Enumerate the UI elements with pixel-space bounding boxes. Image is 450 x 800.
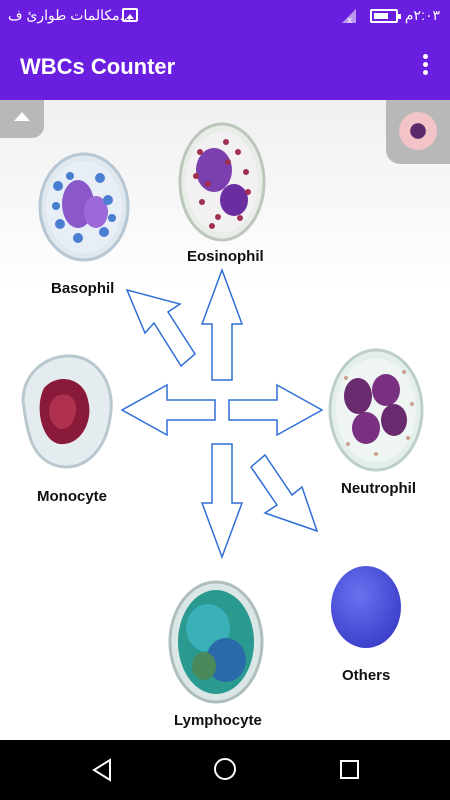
- eosinophil-cell[interactable]: [178, 122, 266, 242]
- status-bar: مكالمات طوارئ ف... x ٢:٠٣م: [0, 0, 450, 32]
- lymphocyte-label[interactable]: Lymphocyte: [174, 712, 262, 729]
- arrow-down-icon: [200, 443, 244, 560]
- neutrophil-label[interactable]: Neutrophil: [341, 480, 416, 497]
- lymphocyte-cell[interactable]: [168, 580, 264, 704]
- battery-icon: [370, 9, 401, 23]
- eosinophil-label[interactable]: Eosinophil: [187, 248, 264, 265]
- signal-icon: x: [342, 9, 356, 25]
- cell-selection-area: Eosinophil Basophil Monocyte Neutrophil: [0, 100, 450, 740]
- more-vert-icon[interactable]: [422, 54, 430, 78]
- cell-preview-button[interactable]: [386, 100, 450, 164]
- arrow-down-right-icon: [250, 453, 319, 533]
- app-title: WBCs Counter: [20, 54, 176, 79]
- basophil-cell[interactable]: [38, 152, 130, 262]
- collapse-button[interactable]: [0, 100, 44, 138]
- arrow-right-icon: [228, 383, 324, 437]
- cell-thumbnail: [399, 112, 437, 150]
- svg-text:x: x: [347, 16, 353, 25]
- status-time: ٢:٠٣م: [404, 7, 440, 23]
- recent-apps-icon[interactable]: [340, 760, 359, 779]
- image-icon: [122, 8, 138, 22]
- monocyte-cell[interactable]: [14, 348, 118, 478]
- arrow-left-icon: [120, 383, 216, 437]
- direction-arrows: [120, 267, 324, 560]
- others-label[interactable]: Others: [342, 667, 391, 684]
- monocyte-label[interactable]: Monocyte: [37, 488, 108, 505]
- notification-text: مكالمات طوارئ ف...: [8, 7, 132, 23]
- arrow-up-left-icon: [125, 288, 196, 368]
- navigation-bar: [0, 740, 450, 800]
- others-cell[interactable]: [330, 565, 402, 649]
- back-icon[interactable]: [90, 758, 114, 782]
- neutrophil-cell[interactable]: [328, 348, 424, 472]
- app-bar: WBCs Counter: [0, 32, 450, 100]
- home-icon[interactable]: [214, 758, 236, 780]
- basophil-label[interactable]: Basophil: [51, 280, 115, 297]
- arrow-up-icon: [200, 267, 244, 381]
